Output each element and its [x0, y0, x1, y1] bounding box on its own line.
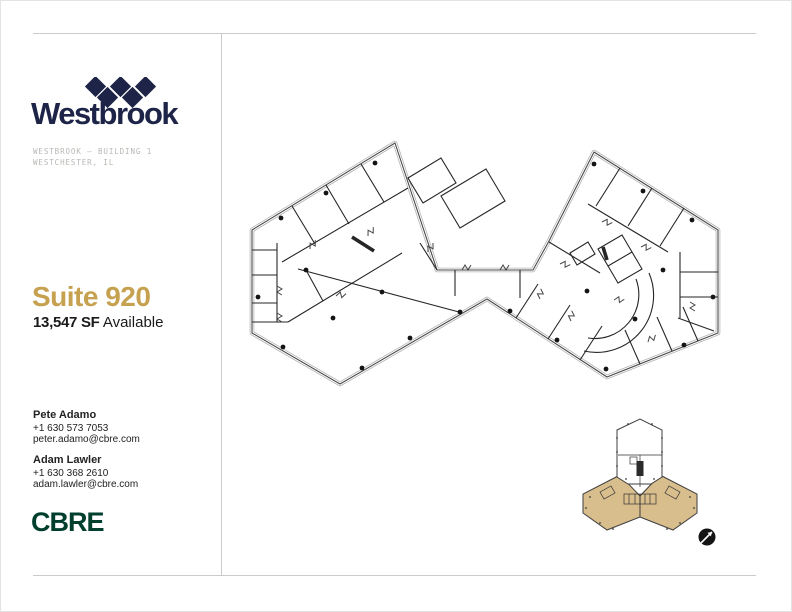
westbrook-wordmark: Westbrook	[31, 96, 179, 131]
contact-phone: +1 630 573 7053	[33, 422, 109, 434]
suite-area: 13,547 SF	[33, 314, 100, 331]
property-line1: WESTBROOK – BUILDING 1	[33, 147, 153, 156]
property-caption: WESTBROOK – BUILDING 1 WESTCHESTER, IL	[33, 147, 152, 168]
corridor-walls	[454, 270, 521, 298]
suite-available-label: Available	[102, 314, 164, 331]
sidebar: Westbrook WESTBROOK – BUILDING 1 WESTCHE…	[0, 0, 221, 612]
suite-outline	[249, 140, 721, 387]
floor-plan-drawing	[249, 140, 721, 546]
keyplan-top-wing	[616, 418, 663, 485]
building-key-plan	[582, 418, 698, 531]
cbre-logo: CBRE	[31, 507, 105, 537]
bottom-rule	[33, 575, 756, 576]
westbrook-diamonds-icon	[84, 77, 157, 109]
contact-name: Pete Adamo	[33, 409, 97, 421]
top-rule	[33, 33, 756, 34]
suite-title: Suite 920	[32, 281, 151, 312]
contact-pete-adamo: Pete Adamo +1 630 573 7053 peter.adamo@c…	[33, 409, 140, 446]
left-wing-walls	[252, 157, 506, 323]
right-wing-walls	[515, 167, 718, 365]
column-dots	[255, 160, 716, 372]
property-line2: WESTCHESTER, IL	[33, 157, 115, 167]
keyplan-column-dots	[585, 423, 695, 530]
north-arrow-icon	[698, 528, 716, 546]
suite-availability: 13,547 SF Available	[33, 314, 163, 331]
contact-email: adam.lawler@cbre.com	[33, 479, 139, 490]
contact-name: Adam Lawler	[33, 454, 102, 466]
contact-email: peter.adamo@cbre.com	[33, 434, 140, 445]
sidebar-divider	[221, 33, 222, 575]
contact-phone: +1 630 368 2610	[33, 467, 109, 479]
contact-adam-lawler: Adam Lawler +1 630 368 2610 adam.lawler@…	[33, 454, 139, 491]
